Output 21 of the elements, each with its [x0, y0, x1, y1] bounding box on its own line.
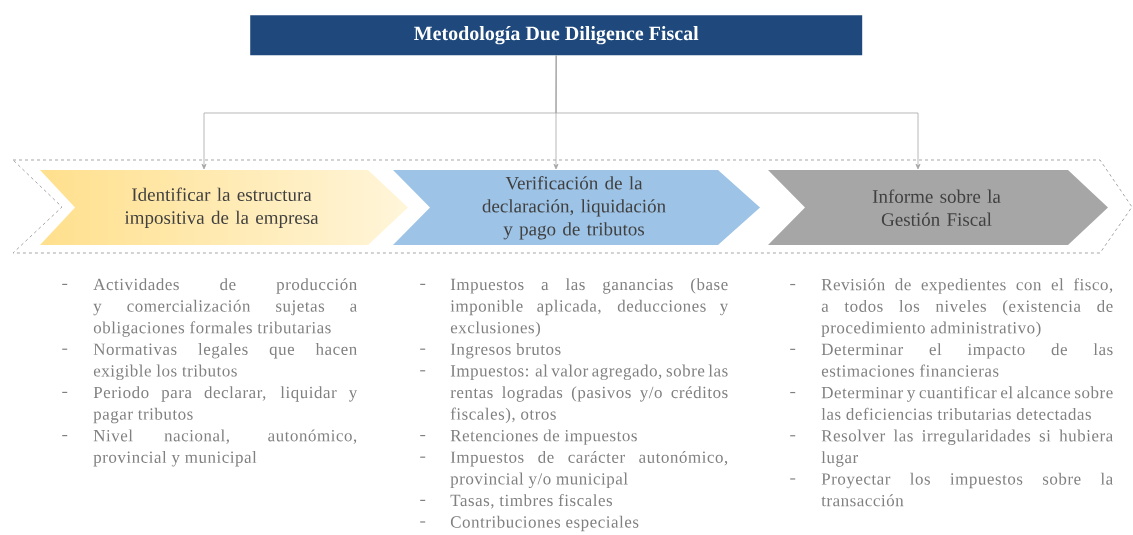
chevron-step: Verificación de la declaración, liquidación y pago de tributos: [393, 170, 760, 245]
bullet-item: Contribuciones especiales: [419, 515, 639, 532]
arrow: [555, 55, 921, 170]
bullet-item: Resolver las irregularidades si hubiera lugar: [789, 429, 1113, 467]
bullet-item: Determinar y cuantificar el alcance sobre las deficiencias tributarias detectadas: [789, 386, 1113, 420]
bullet-item: Impuestos: al valor agregado, sobre las rentas logradas (pasivos y/o créditos fiscales), otros: [419, 364, 728, 424]
bullet-item: Retenciones de impuestos: [419, 429, 637, 445]
bullet-item: Impuestos de carácter autonómico, provincial y/o municipal: [419, 450, 728, 489]
title-box: Metodología Due Diligence Fiscal: [250, 15, 863, 56]
bullet-item: Nivel nacional, autonómico, provincial y municipal: [61, 429, 357, 467]
bullet-item: Determinar el impacto de las estimaciones financieras: [789, 343, 1113, 377]
bullet-item: Impuestos a las ganancias (base imponible aplicada, deducciones y exclusiones): [419, 278, 729, 337]
bullet-item: Normativas legales que hacen exigible los tributos: [61, 343, 357, 381]
bullet-item: Proyectar los impuestos sobre la transacción: [789, 472, 1113, 507]
chevron-step: Identificar la estructura impositiva de la empresa: [124, 187, 319, 228]
bullet-item: Tasas, timbres fiscales: [419, 494, 613, 509]
bullet-item: Actividades de producción y comercialización sujetas a obligaciones formales tributarias: [61, 278, 357, 337]
bullet-item: Ingresos brutos: [419, 343, 561, 359]
bullet-item: Periodo para declarar, liquidar y pagar tributos: [61, 386, 358, 424]
bullet-item: Revisión de expedientes con el fisco, a todos los niveles (existencia de procedimiento administrativo): [789, 278, 1113, 337]
chevron-step: Informe sobre la Gestión Fiscal: [768, 170, 1108, 245]
